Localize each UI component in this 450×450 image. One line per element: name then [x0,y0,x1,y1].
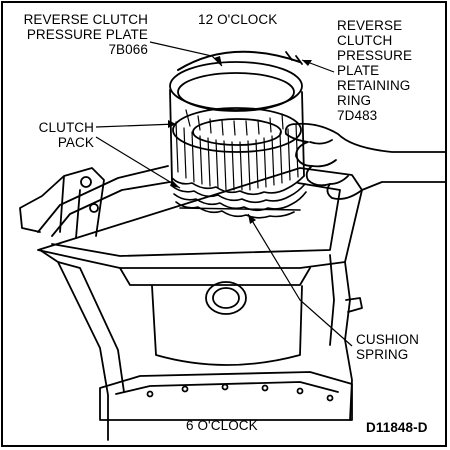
arrow-retaining-ring [302,60,312,66]
bracket-bolt-2 [89,203,99,213]
arrow-clutch-pack-2 [170,180,180,188]
arrow-pressure-plate [214,56,222,66]
label-reverse-clutch-pressure-plate: REVERSE CLUTCH PRESSURE PLATE 7B066 [23,12,148,57]
case-body-right-inner [329,254,335,346]
leader-clutch-pack-1 [95,123,177,128]
hand-outline [284,122,446,200]
label-cushion-spring: CUSHION SPRING [356,332,419,362]
case-left-bracket [19,167,105,239]
pressure-plate-body [169,89,305,183]
retaining-ring-gap [285,51,303,65]
pressure-plate-top-inner [177,72,295,112]
label-retaining-ring: REVERSE CLUTCH PRESSURE PLATE RETAINING … [337,18,413,123]
leader-clutch-pack-2 [95,136,181,189]
oil-pan-frame [99,371,353,421]
pressure-plate-top [169,61,303,111]
case-right-boss [345,297,363,313]
figure-id: D11848-D [366,420,428,435]
case-body-left [39,249,109,441]
case-center-bore-inner [212,287,240,309]
leader-cushion-spring [247,213,353,347]
arrow-clutch-pack-1 [168,120,176,128]
case-body-left-inner [57,261,125,393]
pressure-plate-lower-inner [192,118,282,146]
label-six-oclock: 6 O'CLOCK [186,418,258,433]
label-twelve-oclock: 12 O'CLOCK [198,12,278,27]
retaining-ring-arc [177,50,301,71]
case-center-bore [205,281,247,315]
leader-pressure-plate [149,41,223,67]
clutch-pack-stack [171,175,307,219]
case-outer-rim [37,165,363,269]
spline-teeth [175,109,299,191]
pressure-plate-lower-rim [172,107,302,153]
bracket-bolt-1 [80,176,92,188]
case-inner-drum [151,285,303,366]
hand-knuckles [309,139,349,185]
arrow-cushion-spring [248,214,256,224]
label-clutch-pack: CLUTCH PACK [38,120,94,150]
